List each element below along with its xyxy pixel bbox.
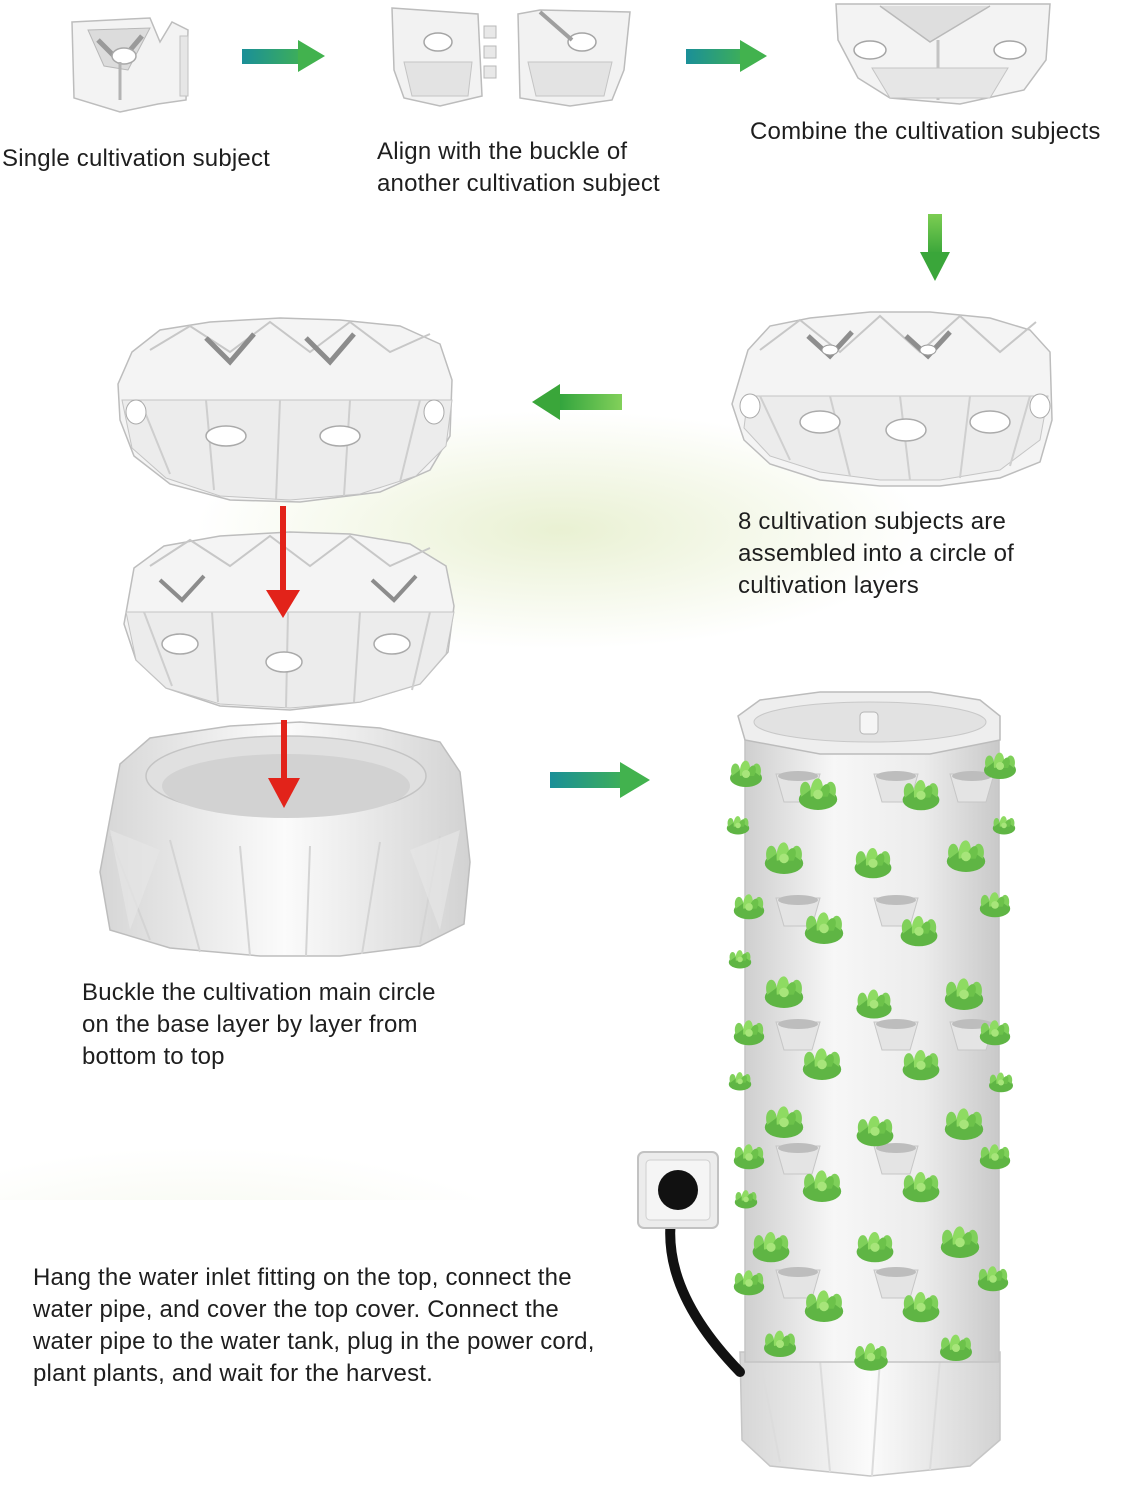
middle-ring-layer-illustration [123,531,455,711]
planted-tower-illustration [665,691,1016,1477]
joined-modules-illustration [835,3,1051,105]
single-module-illustration [71,17,189,113]
step-caption-stacking: Buckle the cultivation main circle on th… [82,979,436,1070]
step-caption-combine: Combine the cultivation subjects [750,118,1101,145]
power-outlet-icon [637,1151,719,1229]
red-arrow-down-icon [266,506,300,618]
step-caption-finish: Hang the water inlet fitting on the top,… [33,1264,595,1387]
upper-ring-layer-illustration [117,317,453,503]
arrow-right-icon [686,40,767,72]
arrow-right-icon [242,40,325,72]
red-arrow-down-icon [268,720,300,808]
step-caption-align: Align with the buckle of another cultiva… [377,138,660,197]
step-caption-ring: 8 cultivation subjects are assembled int… [738,508,1014,599]
arrow-right-icon [550,762,650,798]
arrow-down-icon [920,214,950,281]
base-illustration [99,721,471,957]
ring-layer-illustration [731,311,1053,487]
two-modules-illustration [391,7,631,107]
arrow-left-icon [532,384,622,420]
step-caption-single: Single cultivation subject [2,145,271,172]
